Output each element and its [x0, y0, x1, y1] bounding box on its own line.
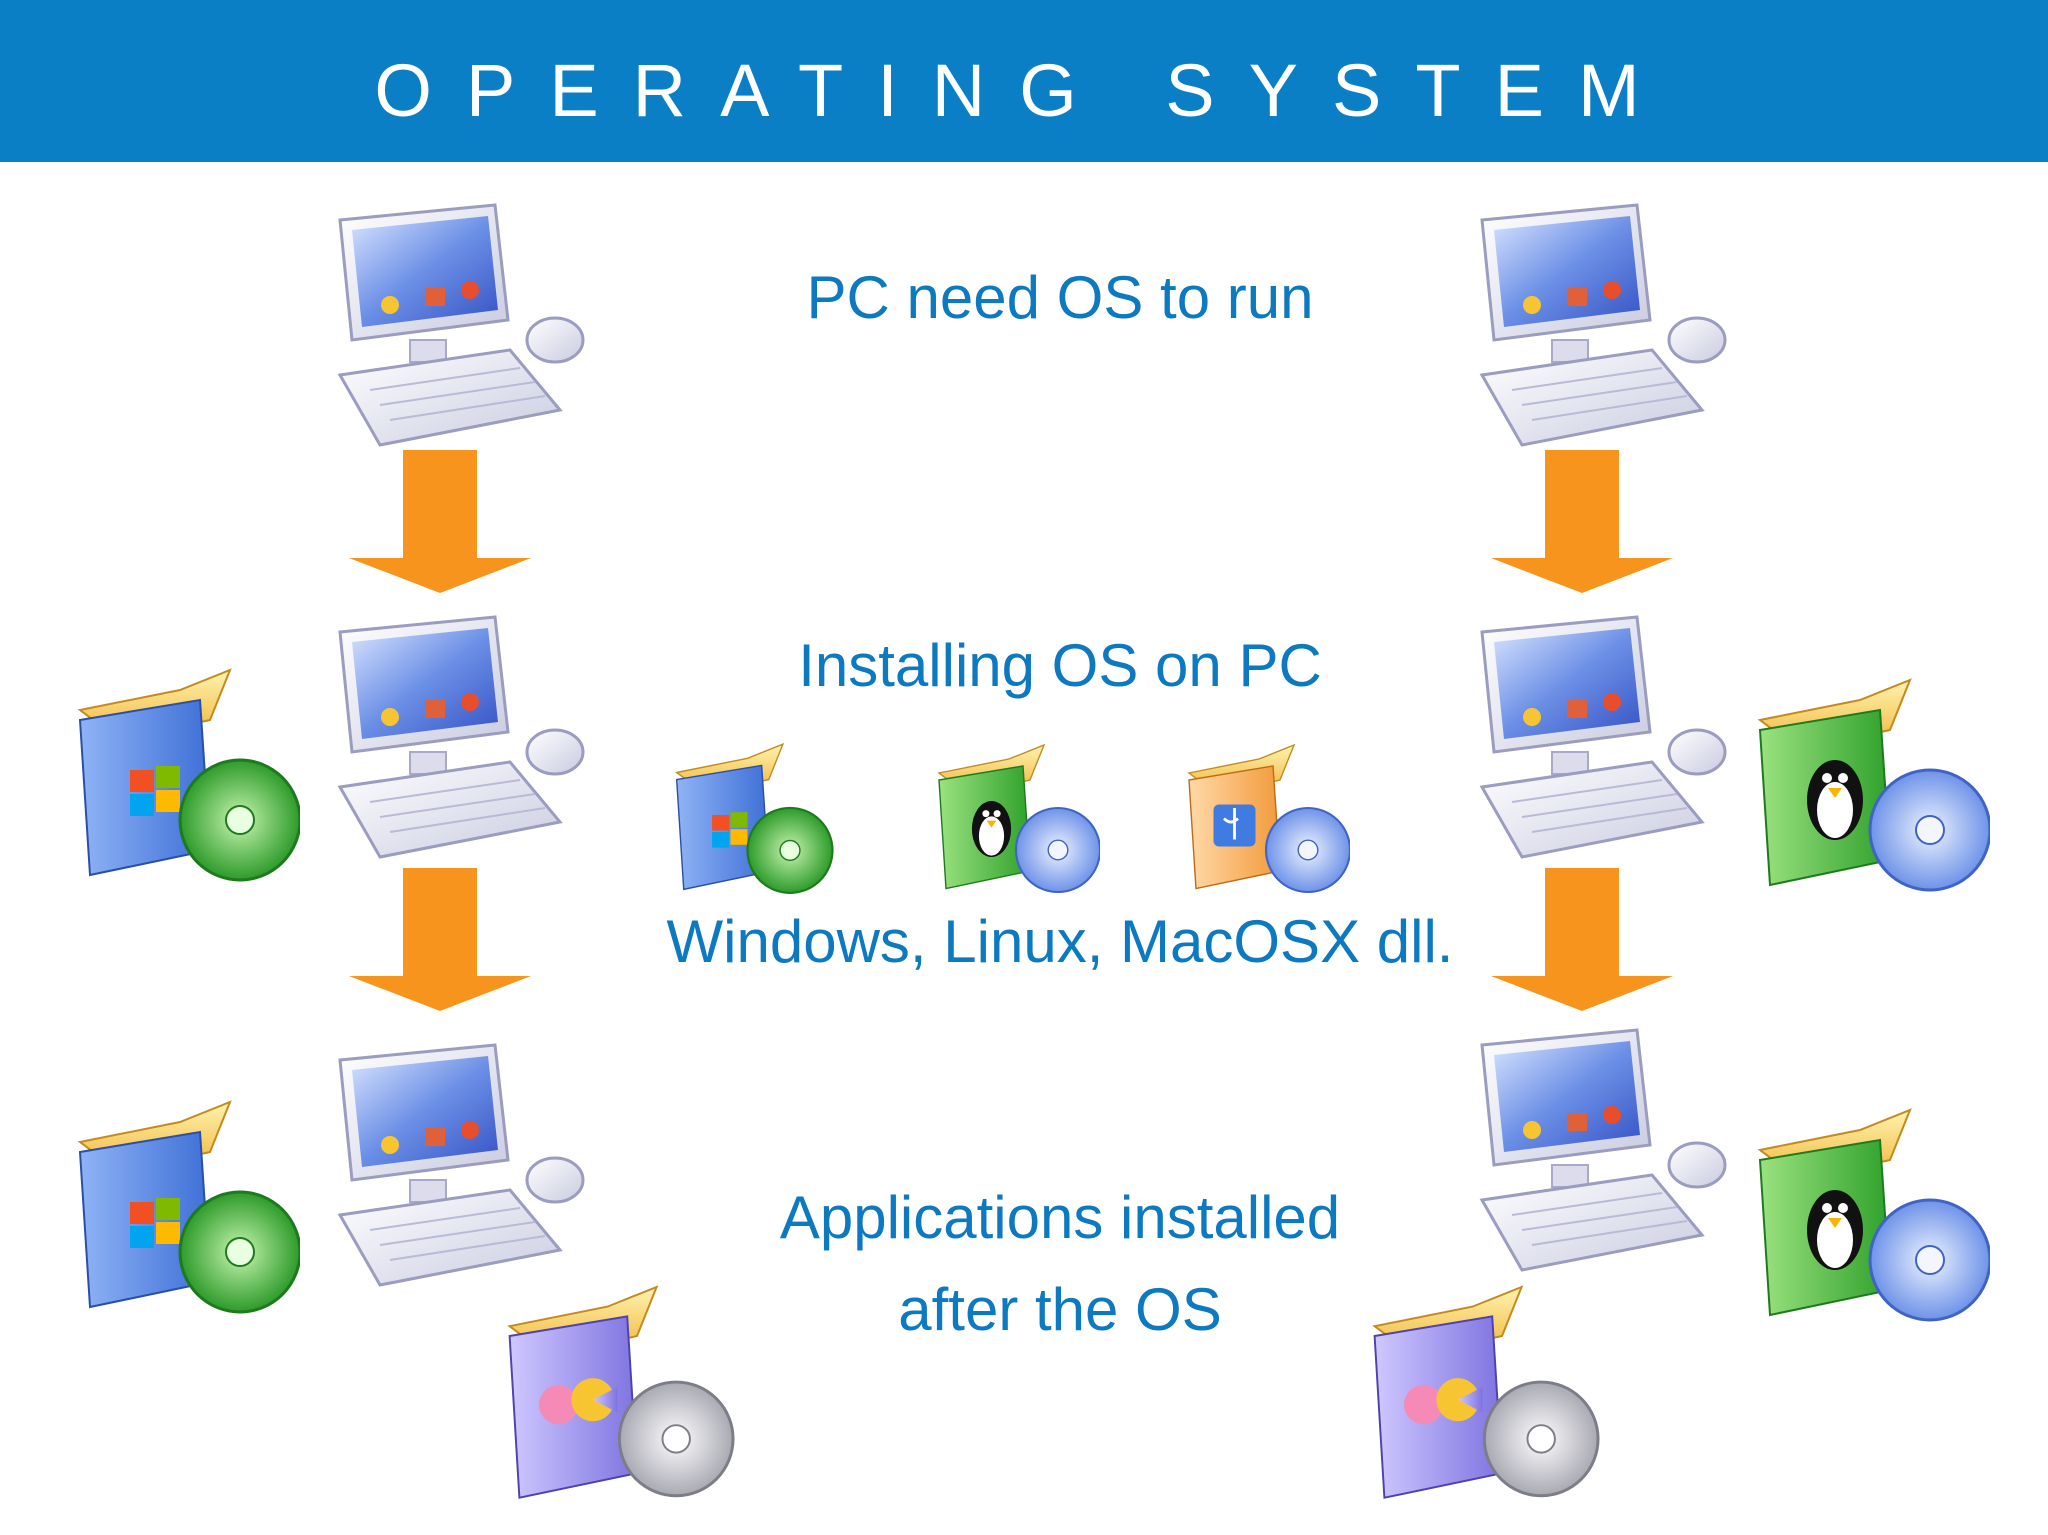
- page-title: OPERATING SYSTEM: [374, 49, 1674, 132]
- linux-software-box-icon: [1757, 678, 1990, 892]
- caption-apps-line1: Applications installed: [779, 1184, 1341, 1251]
- windows-software-box-icon: [77, 668, 300, 882]
- caption-installing-os: Installing OS on PC: [798, 632, 1322, 699]
- linux-software-box-icon: [937, 743, 1100, 894]
- mac-software-box-icon: [1187, 743, 1350, 894]
- computer-icon: [337, 1043, 585, 1287]
- arrow-down-icon: [349, 868, 531, 1011]
- windows-software-box-icon: [674, 742, 834, 894]
- windows-software-box-icon: [77, 1100, 300, 1314]
- caption-os-examples: Windows, Linux, MacOSX dll.: [666, 908, 1454, 975]
- title-banner: OPERATING SYSTEM: [0, 0, 2048, 162]
- application-software-box-icon: [507, 1285, 735, 1499]
- computer-icon: [1479, 1028, 1727, 1272]
- arrow-down-icon: [1491, 868, 1673, 1011]
- application-software-box-icon: [1372, 1285, 1600, 1499]
- computer-icon: [1479, 203, 1727, 447]
- computer-icon: [337, 203, 585, 447]
- computer-icon: [1479, 615, 1727, 859]
- caption-apps-line2: after the OS: [898, 1276, 1222, 1343]
- caption-pc-need-os: PC need OS to run: [806, 264, 1314, 331]
- linux-software-box-icon: [1757, 1108, 1990, 1322]
- arrow-down-icon: [1491, 450, 1673, 593]
- computer-icon: [337, 615, 585, 859]
- arrow-down-icon: [349, 450, 531, 593]
